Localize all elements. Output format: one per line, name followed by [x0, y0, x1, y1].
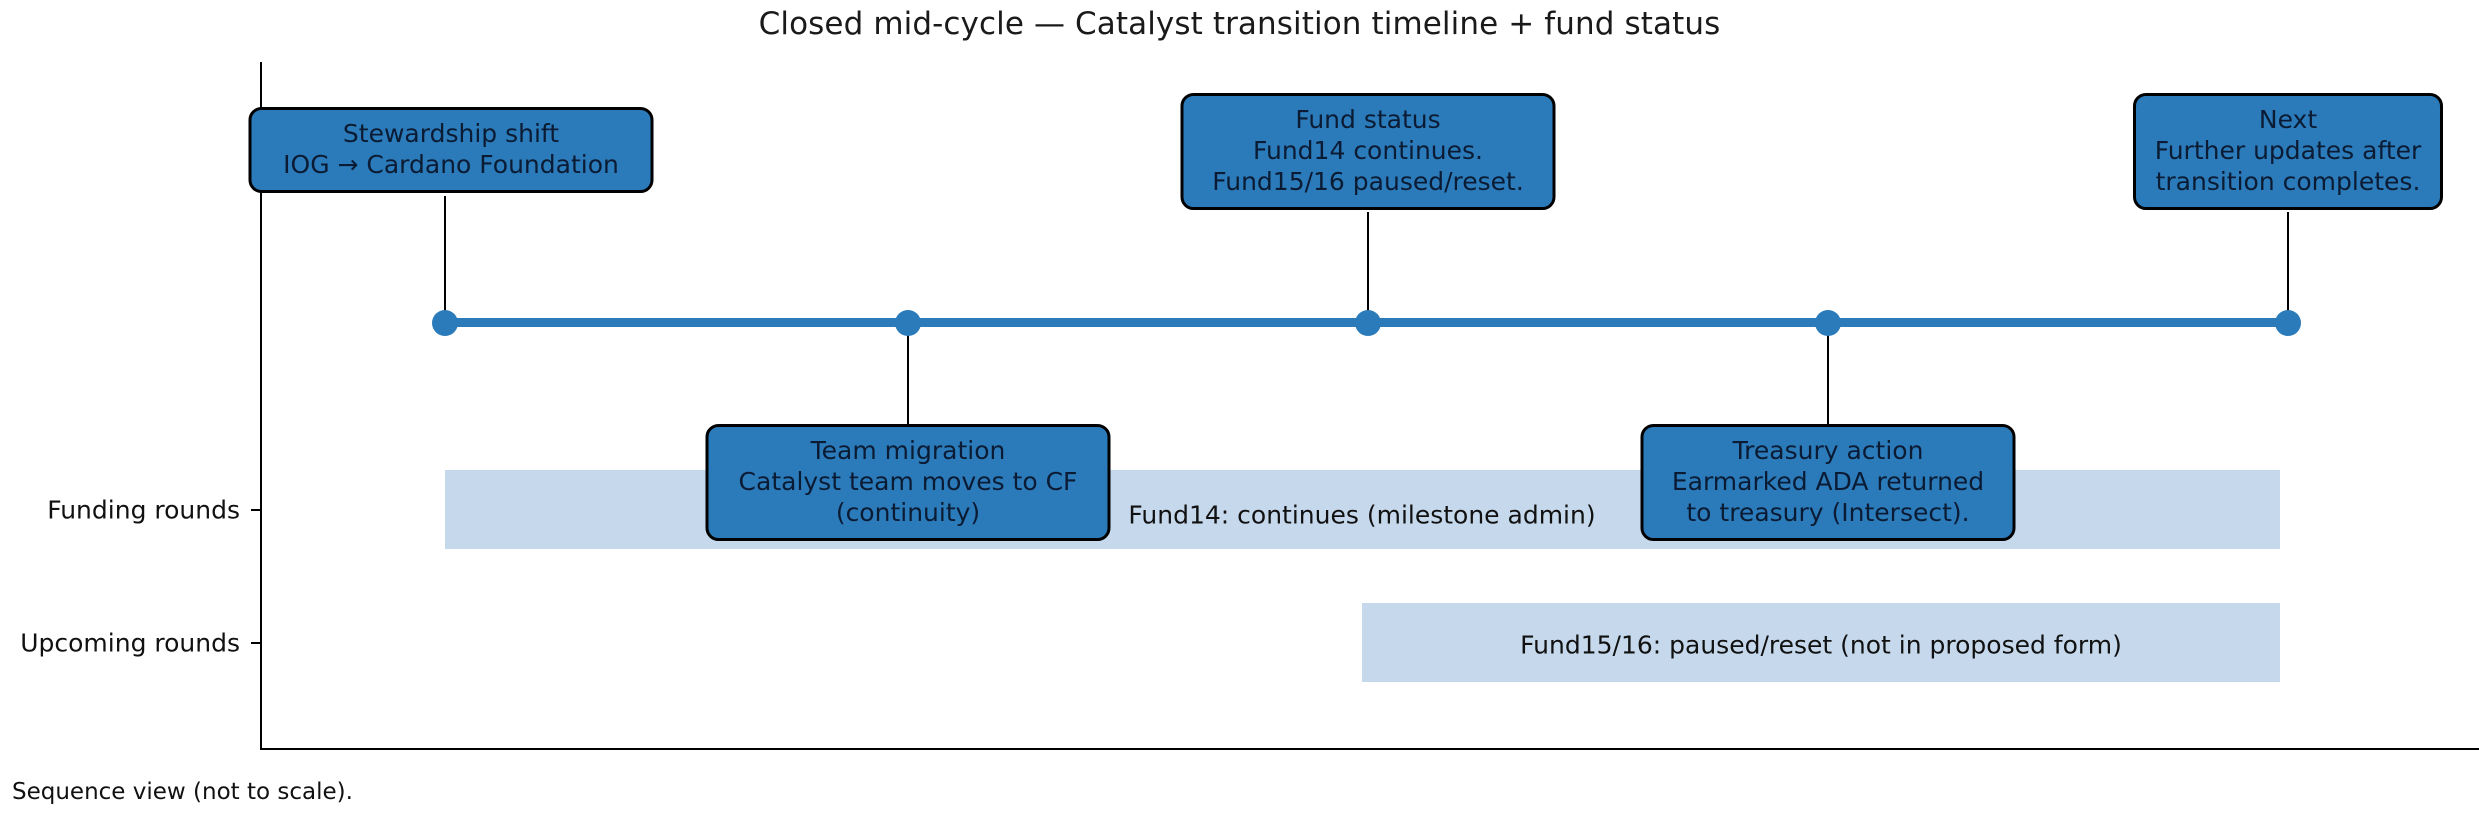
connector-stewardship-shift — [444, 196, 446, 322]
event-box-next[interactable]: Next Further updates after transition co… — [2133, 93, 2443, 210]
connector-next — [2287, 212, 2289, 322]
event-box-team-migration[interactable]: Team migration Catalyst team moves to CF… — [705, 424, 1111, 541]
y-tick-mark-funding-rounds — [251, 509, 262, 511]
page-title: Closed mid-cycle — Catalyst transition t… — [758, 6, 1721, 42]
timeline-marker-stewardship-shift[interactable] — [432, 310, 458, 336]
timeline-marker-team-migration[interactable] — [895, 310, 921, 336]
connector-team-migration — [907, 322, 909, 432]
y-tick-label-upcoming-rounds: Upcoming rounds — [20, 628, 240, 658]
lane-band-label-upcoming-rounds: Fund15/16: paused/reset (not in proposed… — [1520, 630, 2122, 660]
y-tick-label-funding-rounds: Funding rounds — [47, 495, 240, 525]
connector-treasury-action — [1827, 322, 1829, 432]
timeline-marker-treasury-action[interactable] — [1815, 310, 1841, 336]
event-box-fund-status[interactable]: Fund status Fund14 continues. Fund15/16 … — [1180, 93, 1556, 210]
y-axis-spine — [260, 62, 262, 750]
lane-band-upcoming-rounds — [1362, 603, 2280, 682]
connector-fund-status — [1367, 212, 1369, 322]
x-axis-spine — [260, 748, 2479, 750]
event-box-treasury-action[interactable]: Treasury action Earmarked ADA returned t… — [1640, 424, 2016, 541]
y-tick-mark-upcoming-rounds — [251, 642, 262, 644]
lane-band-label-funding-rounds: Fund14: continues (milestone admin) — [1128, 500, 1596, 530]
figure-caption: Sequence view (not to scale). — [12, 779, 353, 805]
timeline-marker-fund-status[interactable] — [1355, 310, 1381, 336]
event-box-stewardship-shift[interactable]: Stewardship shift IOG → Cardano Foundati… — [248, 107, 654, 193]
timeline-marker-next[interactable] — [2275, 310, 2301, 336]
